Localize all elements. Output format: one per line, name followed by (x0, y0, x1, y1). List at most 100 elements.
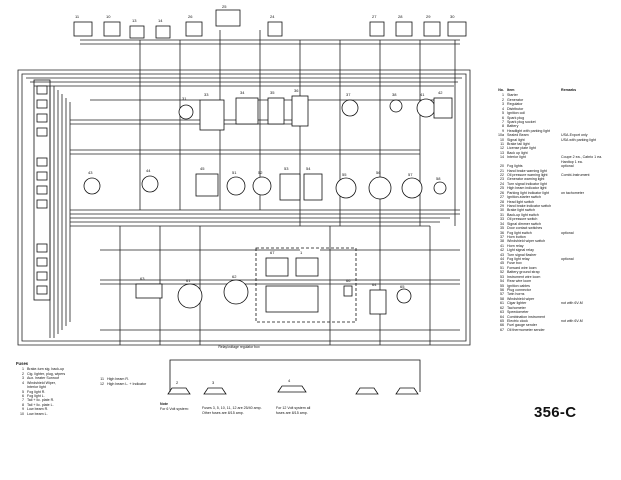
legend-remarks: Coupe 2 ea., Cabrio 1 ea. (561, 155, 603, 160)
note-line: For 6 Volt system: (160, 406, 189, 411)
component-number-label: 37 (346, 92, 351, 97)
legend-remarks: not with 6V-M (561, 318, 583, 323)
legend-item: Generator (507, 97, 524, 102)
component-number-label: 34 (240, 90, 245, 95)
note-fuse-ratings-6v: Fuses 3, 5, 10, 11, 12 are 25/40 amp. Ot… (202, 406, 262, 415)
legend-no: 34 (500, 221, 504, 226)
relay-icon (235, 97, 259, 125)
fuse-circuit: Tail + lic. plate R. (27, 398, 55, 403)
legend-item: Ignition coil (507, 111, 525, 116)
legend-item: Parking light indicator light (507, 190, 549, 195)
component-number-label: 53 (284, 166, 289, 171)
brake-tail-light-icon (395, 387, 419, 395)
legend-no: 7 (502, 119, 504, 124)
legend-no: 36 (500, 230, 504, 235)
fog-light-icon (185, 21, 203, 37)
legend-item: Back-up light switch (507, 212, 539, 217)
cigar-lighter-icon (433, 181, 447, 195)
component-number-label: 30 (450, 14, 455, 19)
headlight-switch-icon (303, 173, 323, 201)
fuse-number: 1 (22, 367, 24, 372)
switch-icon (389, 99, 403, 113)
component-number-label: 44 (146, 168, 151, 173)
legend-no: 67 (500, 327, 504, 332)
component-number-label: 36 (294, 88, 299, 93)
outer-loom-wire (17, 69, 471, 346)
legend-remarks: optional (561, 257, 574, 262)
legend-item: Interior light (507, 155, 526, 160)
fuse-circuit: Cig. lighter, plug, wipers (27, 371, 66, 376)
fuse-circuit: Aux. heater Sunroof (27, 376, 59, 381)
component-number-label: 26 (188, 14, 193, 19)
component-number-label: 65 (400, 284, 405, 289)
legend-item: Sealed Beam (507, 133, 529, 138)
legend-item: Speedometer (507, 310, 529, 315)
component-number-label: 29 (426, 14, 431, 19)
fuse-number: 7 (22, 398, 24, 403)
legend-item: Tachometer (507, 305, 526, 310)
speedometer-icon (335, 177, 357, 199)
legend-no: 43 (500, 252, 504, 257)
legend-item: Rear wire loom (507, 279, 532, 284)
legend-item: Turn signal flasher (507, 252, 537, 257)
note-line: Fuses 3, 5, 10, 11, 12 are 25/40 amp. (202, 406, 262, 410)
legend-no: 27 (500, 195, 504, 200)
legend-no: 57 (500, 292, 504, 297)
legend-no: 28 (500, 199, 504, 204)
component-number-label: 28 (398, 14, 403, 19)
legend-no: 10 (500, 137, 504, 142)
legend-header-no: No. (498, 88, 504, 92)
legend-no: 65 (500, 318, 504, 323)
legend-remarks (561, 328, 617, 332)
wiper-motor-icon (215, 9, 241, 27)
legend-no: 31 (500, 212, 504, 217)
legend-item: Ignition-starter switch (507, 195, 541, 200)
component-number-label: 41 (420, 92, 425, 97)
fuse-circuit: Fog light R. (27, 389, 46, 394)
fuse-circuit: Windshield Wiper, (27, 380, 56, 385)
middle-components (83, 95, 453, 201)
component-number-label: 10 (106, 14, 111, 19)
legend-item: Ignition cables (507, 283, 530, 288)
legend-item: Fog lights (507, 164, 523, 169)
legend-no: 9 (502, 128, 504, 133)
ignition-switch-icon (279, 173, 301, 201)
relay-icon (267, 97, 285, 125)
legend-remarks: USA with parking light (561, 137, 596, 142)
legend-no: 37 (500, 234, 504, 239)
fog-light-icon (395, 21, 413, 37)
legend-item: Turn signal indicator light (507, 181, 547, 186)
note-line: Other fuses are 8/15 amp. (202, 410, 244, 415)
legend-no: 14 (500, 155, 504, 160)
component-number-label: 24 (270, 14, 275, 19)
relay-icon (265, 285, 319, 313)
component-number-label: 27 (372, 14, 377, 19)
note-line: For 12 Volt system all (276, 406, 311, 410)
component-number-label: 64 (372, 282, 377, 287)
legend-item: Forward wire loom (507, 265, 537, 270)
fuse-list-title: Fuses (16, 361, 29, 366)
relay-icon (433, 97, 453, 119)
component-number-label: 62 (232, 274, 237, 279)
component-number-label: 57 (408, 172, 413, 177)
